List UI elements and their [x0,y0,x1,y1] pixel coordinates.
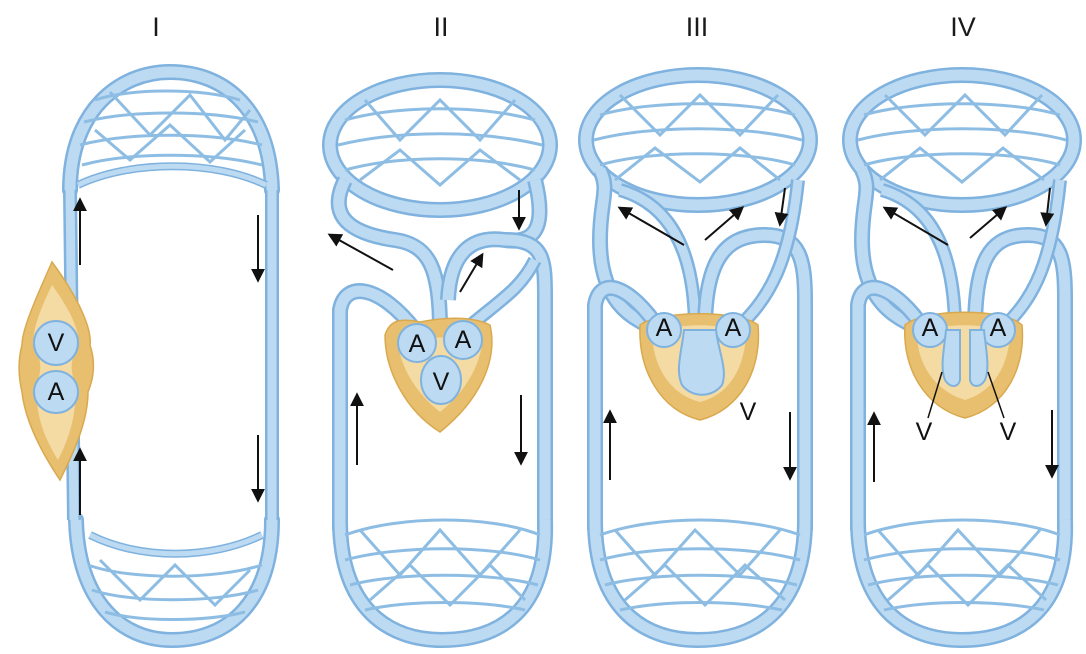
capillary-bed-bottom [340,520,545,640]
panel-title-II: II [411,12,471,43]
panel-title-I: I [126,12,186,43]
capillary-bed-bottom [858,520,1065,640]
atrium-label: A [402,329,432,359]
capillary-bed-top [330,80,550,210]
atrium-label: A [983,313,1013,343]
capillary-bed-top [586,75,810,205]
atrium-label: A [649,313,679,343]
atrium-label: A [448,325,478,355]
capillary-bed-bottom [595,520,805,640]
panel-IV [850,75,1074,640]
flow-arrow-down [780,188,785,224]
ventricle-label: V [909,417,939,447]
panel-title-III: III [667,12,727,43]
panel-II [330,80,550,640]
atrium-label: A [41,377,71,407]
panel-III [586,75,810,640]
ventricle-label: V [993,417,1023,447]
ventricle-label: V [733,397,763,427]
capillary-bed-top [70,72,272,190]
heart-tube [19,262,94,480]
ventricle-label: V [426,367,456,397]
capillary-bed-bottom [76,520,272,640]
atrium-label: A [718,313,748,343]
ventricle-label: V [41,328,71,358]
panel-title-IV: IV [933,12,993,43]
atrium-label: A [915,313,945,343]
